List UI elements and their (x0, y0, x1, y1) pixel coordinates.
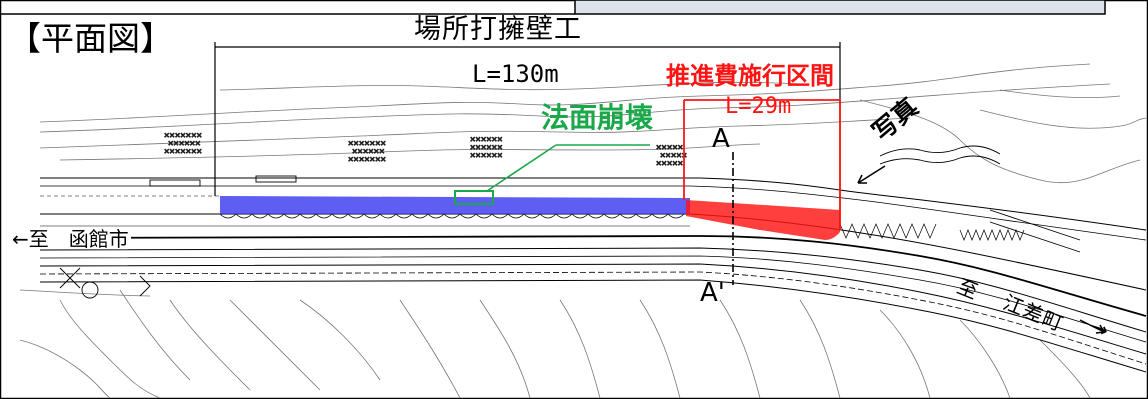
svg-text:××××××: ×××××× (470, 151, 503, 161)
svg-text:××××××: ×××××× (352, 147, 385, 157)
collapse-leader (486, 144, 557, 192)
direction-hakodate: ←至 函館市 (10, 227, 131, 251)
contour-lines (19, 63, 1147, 399)
svg-text:×××××××: ××××××× (348, 139, 386, 149)
svg-text:×××××: ××××× (656, 159, 683, 169)
svg-text:××××××: ×××××× (470, 135, 503, 145)
section-marker-a-prime: A' (700, 278, 725, 308)
svg-text:×××××××: ××××××× (348, 155, 386, 165)
esashi-arrow-line (1079, 319, 1105, 334)
block-marks: ××××××× ×××××× ××××××× ××××××× ×××××× ××… (164, 131, 688, 170)
collapse-box (454, 190, 494, 205)
left-details (59, 267, 151, 299)
svg-text:××××××: ×××××× (168, 139, 201, 149)
section-band-red (686, 200, 840, 240)
wall-segments (219, 213, 1025, 241)
section-label: 推進費施行区間 (666, 62, 834, 90)
wall-label: 場所打擁壁工 (414, 14, 582, 45)
svg-text:×××××××: ××××××× (164, 147, 202, 157)
page-title: 【平面図】 (8, 19, 173, 58)
section-marker-a: A (712, 124, 730, 154)
section-length: L=29m (725, 94, 792, 119)
svg-text:×××××: ××××× (656, 143, 683, 153)
svg-text:××××××: ×××××× (470, 143, 503, 153)
section-bracket (683, 99, 841, 230)
road-lines (39, 177, 1147, 373)
structure-right (149, 145, 1081, 253)
svg-text:×××××: ××××× (660, 151, 687, 161)
photo-arrow (857, 165, 886, 184)
collapse-label: 法面崩壊 (541, 101, 654, 134)
top-tab (574, 0, 1106, 15)
svg-text:×××××××: ××××××× (164, 131, 202, 141)
wall-length: L=130m (472, 60, 559, 88)
